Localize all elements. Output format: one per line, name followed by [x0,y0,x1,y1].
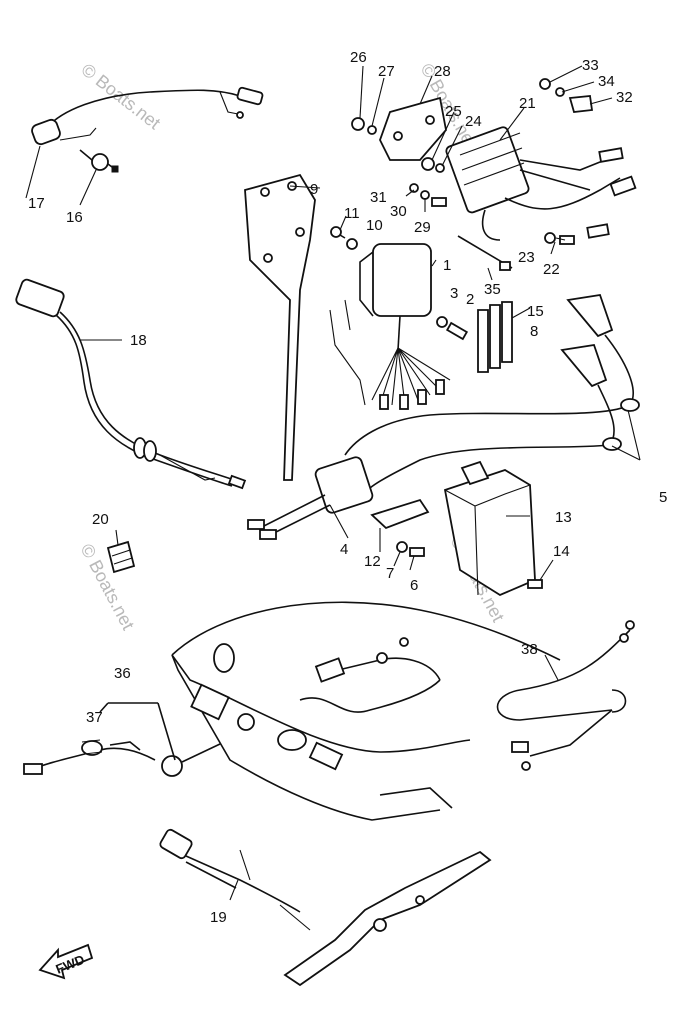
part-number-7: 7 [386,565,394,582]
plug-caps-8 [560,293,614,388]
ignition-cables-5 [344,334,640,489]
part-number-32: 32 [616,89,633,106]
part-number-36: 36 [114,665,131,682]
switch-assembly-36 [23,702,221,777]
clip-set-15 [477,301,513,373]
bolt-10 [330,226,358,250]
part-number-18: 18 [130,332,147,349]
harness-38 [496,620,635,771]
part-number-15: 15 [527,303,544,320]
bracket-9 [244,173,316,481]
band-35 [457,235,513,271]
part-number-1: 1 [443,257,451,274]
part-number-38: 38 [521,641,538,658]
watermark-top-left: © Boats.net [78,59,165,133]
part-number-28: 28 [434,63,451,80]
part-number-8: 8 [530,323,538,340]
cable-assembly-17 [31,86,264,146]
cable-assembly-18 [15,278,247,490]
part-number-13: 13 [555,509,572,526]
cdi-unit-1 [329,243,451,410]
part-number-17: 17 [28,195,45,212]
part-number-24: 24 [465,113,482,130]
part-number-25: 25 [445,103,462,120]
part-number-16: 16 [66,209,83,226]
part-number-35: 35 [484,281,501,298]
part-number-12: 12 [364,553,381,570]
part-number-34: 34 [598,73,615,90]
washers-24-25 [421,157,445,173]
cable-assembly-19 [159,828,311,931]
part-number-2: 2 [466,291,474,308]
leader-lines [25,65,641,901]
bolts-32-33-34 [539,78,594,113]
bracket-28 [379,96,447,161]
bolt-2-3 [436,316,469,341]
grommet-20 [106,540,136,574]
part-number-10: 10 [366,217,383,234]
wiring-lower-cowling [299,637,441,713]
part-number-23: 23 [518,249,535,266]
part-number-14: 14 [553,543,570,560]
part-number-31: 31 [370,189,387,206]
part-number-29: 29 [414,219,431,236]
part-number-21: 21 [519,95,536,112]
sensor-16 [79,149,119,173]
part-number-6: 6 [410,577,418,594]
part-number-33: 33 [582,57,599,74]
forward-arrow: FWD [38,943,94,980]
part-number-22: 22 [543,261,560,278]
bolts-22-23 [544,232,575,245]
part-number-19: 19 [210,909,227,926]
bracket-12 [370,498,430,530]
part-number-37: 37 [86,709,103,726]
part-number-26: 26 [350,49,367,66]
part-number-20: 20 [92,511,109,528]
part-number-30: 30 [390,203,407,220]
tiller-bracket [283,850,492,987]
part-number-5: 5 [659,489,667,506]
lower-cowling [171,601,561,821]
ignition-coil-4 [247,456,374,540]
part-number-11: 11 [344,205,360,222]
part-number-9: 9 [310,181,318,198]
bolts-6-7-14 [396,541,543,589]
part-number-4: 4 [340,541,348,558]
rectifier-regulator-21 [445,126,637,241]
part-number-27: 27 [378,63,395,80]
box-13 [443,460,536,597]
part-number-3: 3 [450,285,458,302]
part-number-labels: 1 2 3 4 5 6 7 8 9 10 11 12 13 14 15 16 1… [28,49,667,926]
bolts-29-30-31 [409,183,447,207]
